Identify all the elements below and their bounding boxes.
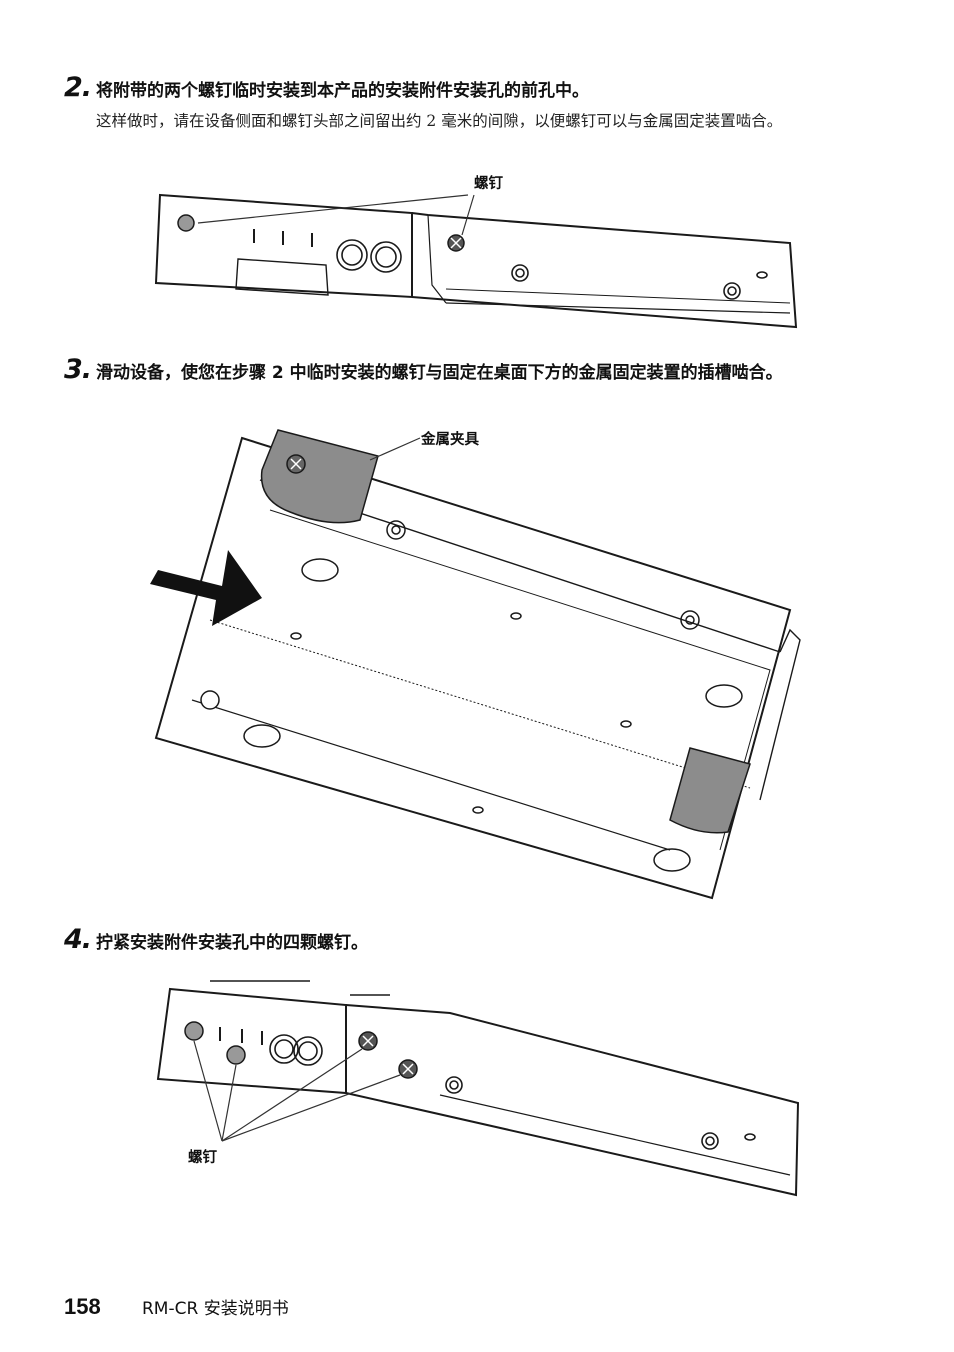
page-footer: 158 RM-CR 安装说明书 — [64, 1294, 289, 1320]
step-number: 2. — [64, 72, 92, 103]
screw-callout: 螺钉 — [474, 176, 503, 192]
step-3: 3. 滑动设备，使您在步骤 2 中临时安装的螺钉与固定在桌面下方的金属固定装置的… — [64, 354, 894, 387]
step-title: 滑动设备，使您在步骤 2 中临时安装的螺钉与固定在桌面下方的金属固定装置的插槽啮… — [96, 363, 783, 383]
screws-callout: 螺钉 — [188, 1150, 217, 1166]
figure-tighten-screws — [156, 980, 800, 1197]
step-title: 拧紧安装附件安装孔中的四颗螺钉。 — [96, 933, 368, 953]
step-4: 4. 拧紧安装附件安装孔中的四颗螺钉。 — [64, 924, 894, 957]
page-number: 158 — [64, 1294, 101, 1319]
document-title: RM-CR 安装说明书 — [142, 1299, 289, 1319]
step-number: 3. — [64, 354, 92, 385]
metal-clip-callout: 金属夹具 — [421, 432, 479, 448]
step-description: 这样做时，请在设备侧面和螺钉头部之间留出约 2 毫米的间隙，以便螺钉可以与金属固… — [96, 112, 783, 130]
step-title: 将附带的两个螺钉临时安装到本产品的安装附件安装孔的前孔中。 — [96, 81, 589, 101]
figure-screws-temporary — [154, 193, 798, 329]
figure-slide-device — [150, 429, 801, 900]
step-number: 4. — [64, 924, 92, 955]
step-2: 2. 将附带的两个螺钉临时安装到本产品的安装附件安装孔的前孔中。 这样做时，请在… — [64, 72, 894, 132]
